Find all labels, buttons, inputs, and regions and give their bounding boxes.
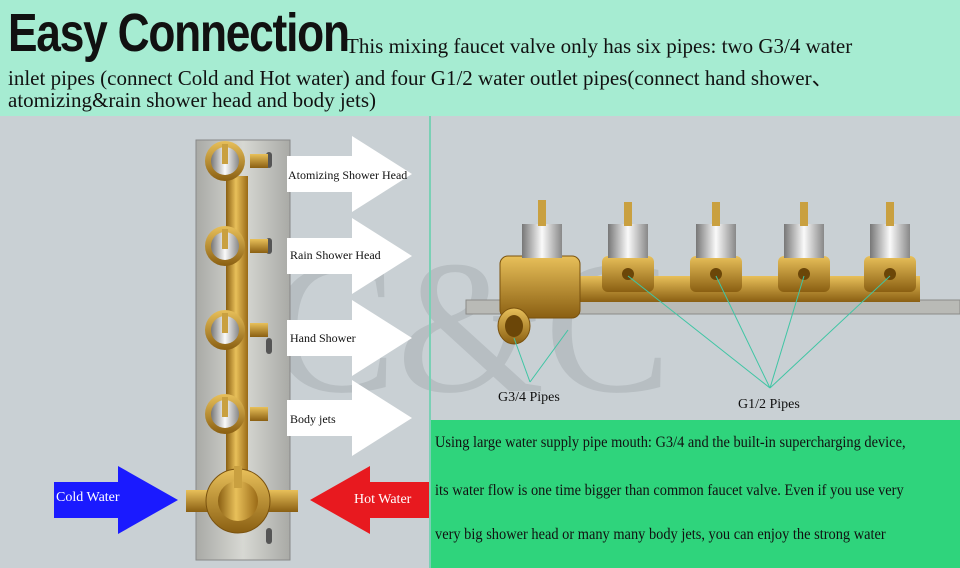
arrow-hand	[287, 300, 412, 376]
info-box: Using large water supply pipe mouth: G3/…	[431, 420, 960, 568]
cold-water-arrow	[54, 466, 178, 534]
label-cold-water: Cold Water	[56, 490, 120, 505]
horizontal-valve-photo	[465, 200, 960, 345]
description-line-3: atomizing&rain shower head and body jets…	[8, 88, 376, 112]
panel-divider	[429, 116, 431, 568]
outlet-valve	[205, 141, 268, 181]
label-g34-pipes: G3/4 Pipes	[498, 390, 560, 405]
callout-lines	[513, 275, 891, 389]
product-illustration: C&C	[54, 136, 960, 561]
label-g12-pipes: G1/2 Pipes	[738, 397, 800, 412]
label-body-jets: Body jets	[290, 412, 336, 426]
arrow-body-jets	[287, 380, 412, 456]
header-banner	[0, 0, 960, 116]
label-rain-shower-head: Rain Shower Head	[290, 248, 381, 262]
outlet-valve	[205, 226, 268, 266]
headline: Easy Connection	[8, 3, 350, 63]
arrow-atomizing	[287, 136, 412, 212]
mixing-valve	[186, 466, 298, 534]
info-line-1: Using large water supply pipe mouth: G3/…	[435, 434, 906, 451]
outlet-valve	[205, 310, 268, 350]
hot-water-arrow	[310, 466, 429, 534]
label-hand-shower: Hand Shower	[290, 331, 356, 345]
label-hot-water: Hot Water	[354, 492, 412, 507]
info-line-3: very big shower head or many many body j…	[435, 526, 886, 543]
info-line-2: its water flow is one time bigger than c…	[435, 482, 904, 499]
description-line-2: inlet pipes (connect Cold and Hot water)…	[8, 66, 833, 90]
description-line-1: This mixing faucet valve only has six pi…	[346, 34, 853, 58]
outlet-valve	[205, 394, 268, 434]
label-atomizing-shower-head: Atomizing Shower Head	[288, 168, 408, 182]
arrow-rain	[287, 218, 412, 294]
